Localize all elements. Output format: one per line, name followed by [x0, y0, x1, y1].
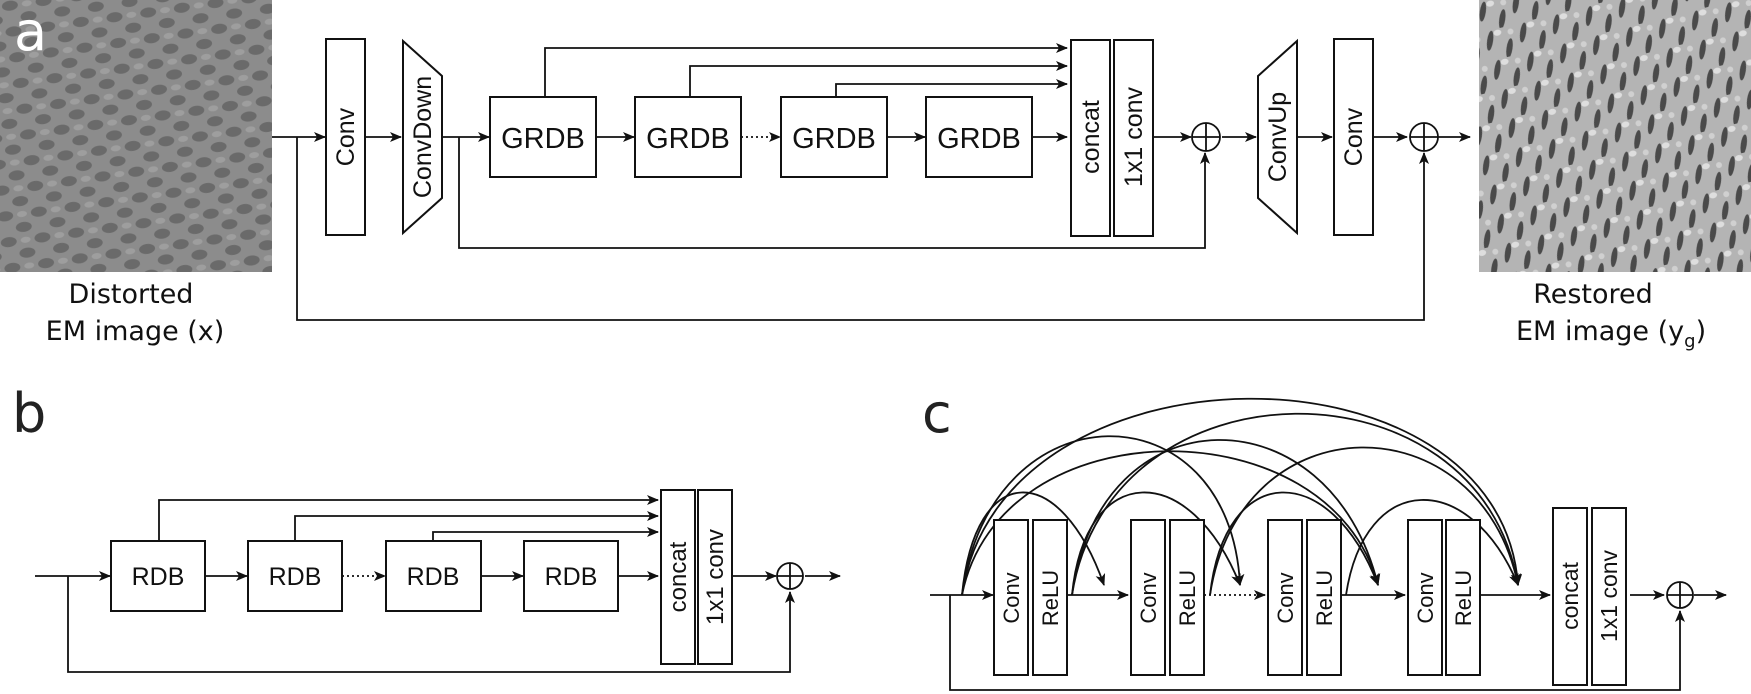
concat-label: concat — [1077, 100, 1105, 174]
grdb-label-3: GRDB — [792, 123, 876, 155]
input-caption-line1: Distorted — [69, 279, 194, 310]
grdb-block-1 — [489, 96, 597, 178]
conv1x1-label: 1x1 conv — [1120, 86, 1148, 187]
rdb-label-3: RDB — [407, 563, 460, 591]
concat-label-b: concat — [665, 541, 692, 612]
panel-label-c: c — [922, 382, 952, 445]
output-em-image — [1479, 0, 1751, 272]
conv1x1-block-b — [697, 489, 733, 665]
sum-node-c — [1666, 581, 1694, 609]
sum-node-2 — [1409, 122, 1439, 152]
relu-c-label-3: ReLU — [1312, 570, 1337, 626]
relu-c-block-2 — [1169, 519, 1205, 676]
conv1x1-block — [1113, 39, 1154, 237]
sum-node-1 — [1191, 122, 1221, 152]
concat-block-b — [660, 489, 696, 665]
concat-label-c: concat — [1557, 562, 1583, 630]
relu-c-block-3 — [1306, 519, 1342, 676]
grdb-block-3 — [780, 96, 888, 178]
conv1x1-block-c — [1591, 507, 1627, 686]
rdb-block-1 — [110, 540, 206, 612]
conv-c-label-3: Conv — [1273, 572, 1298, 623]
grdb-label-1: GRDB — [501, 123, 585, 155]
rdb-label-2: RDB — [269, 563, 322, 591]
convup-label: ConvUp — [1264, 92, 1292, 182]
conv-c-block-2 — [1130, 519, 1166, 676]
rdb-block-4 — [523, 540, 619, 612]
conv-out-label: Conv — [1340, 107, 1368, 166]
conv1x1-label-c: 1x1 conv — [1596, 549, 1622, 642]
conv-c-label-4: Conv — [1413, 572, 1438, 623]
sum-node-b — [776, 562, 804, 590]
grdb-block-2 — [634, 96, 742, 178]
relu-c-label-2: ReLU — [1175, 570, 1200, 626]
convdown-block — [402, 38, 443, 236]
panel-b: b RDB RDB RDB RDB concat 1x1 conv — [12, 382, 841, 673]
relu-c-label-1: ReLU — [1038, 570, 1063, 626]
panel-a: a Distorted EM image (x) Restored EM ima… — [0, 0, 1751, 352]
grdb-block-4 — [925, 96, 1033, 178]
input-em-image — [0, 0, 272, 272]
conv-c-block-4 — [1407, 519, 1443, 676]
conv-c-block-3 — [1267, 519, 1303, 676]
relu-c-label-4: ReLU — [1451, 570, 1476, 626]
conv1x1-label-b: 1x1 conv — [702, 529, 729, 625]
grdb-label-4: GRDB — [937, 123, 1021, 155]
output-caption-line2: EM image (yg) — [1516, 316, 1706, 352]
panel-c: c Conv ReLU Conv ReLU Conv ReLU — [922, 382, 1727, 691]
grdb-label-2: GRDB — [646, 123, 730, 155]
conv-c-label-2: Conv — [1136, 572, 1161, 623]
concat-block-c — [1552, 507, 1588, 686]
panel-label-a: a — [14, 0, 47, 63]
relu-c-block-1 — [1032, 519, 1068, 676]
convup-block — [1257, 38, 1298, 236]
relu-c-block-4 — [1445, 519, 1481, 676]
conv-out-block — [1333, 38, 1374, 236]
rdb-block-3 — [385, 540, 482, 612]
concat-block — [1070, 39, 1111, 237]
conv-c-label-1: Conv — [999, 572, 1024, 623]
rdb-label-1: RDB — [132, 563, 185, 591]
panel-label-b: b — [12, 382, 46, 445]
conv-block — [325, 38, 366, 236]
conv-c-block-1 — [993, 519, 1029, 676]
output-caption-line1: Restored — [1533, 279, 1653, 310]
rdb-block-2 — [247, 540, 343, 612]
conv-label: Conv — [332, 107, 360, 166]
rdb-label-4: RDB — [545, 563, 598, 591]
input-caption-line2: EM image (x) — [46, 316, 225, 347]
convdown-label: ConvDown — [409, 76, 437, 198]
